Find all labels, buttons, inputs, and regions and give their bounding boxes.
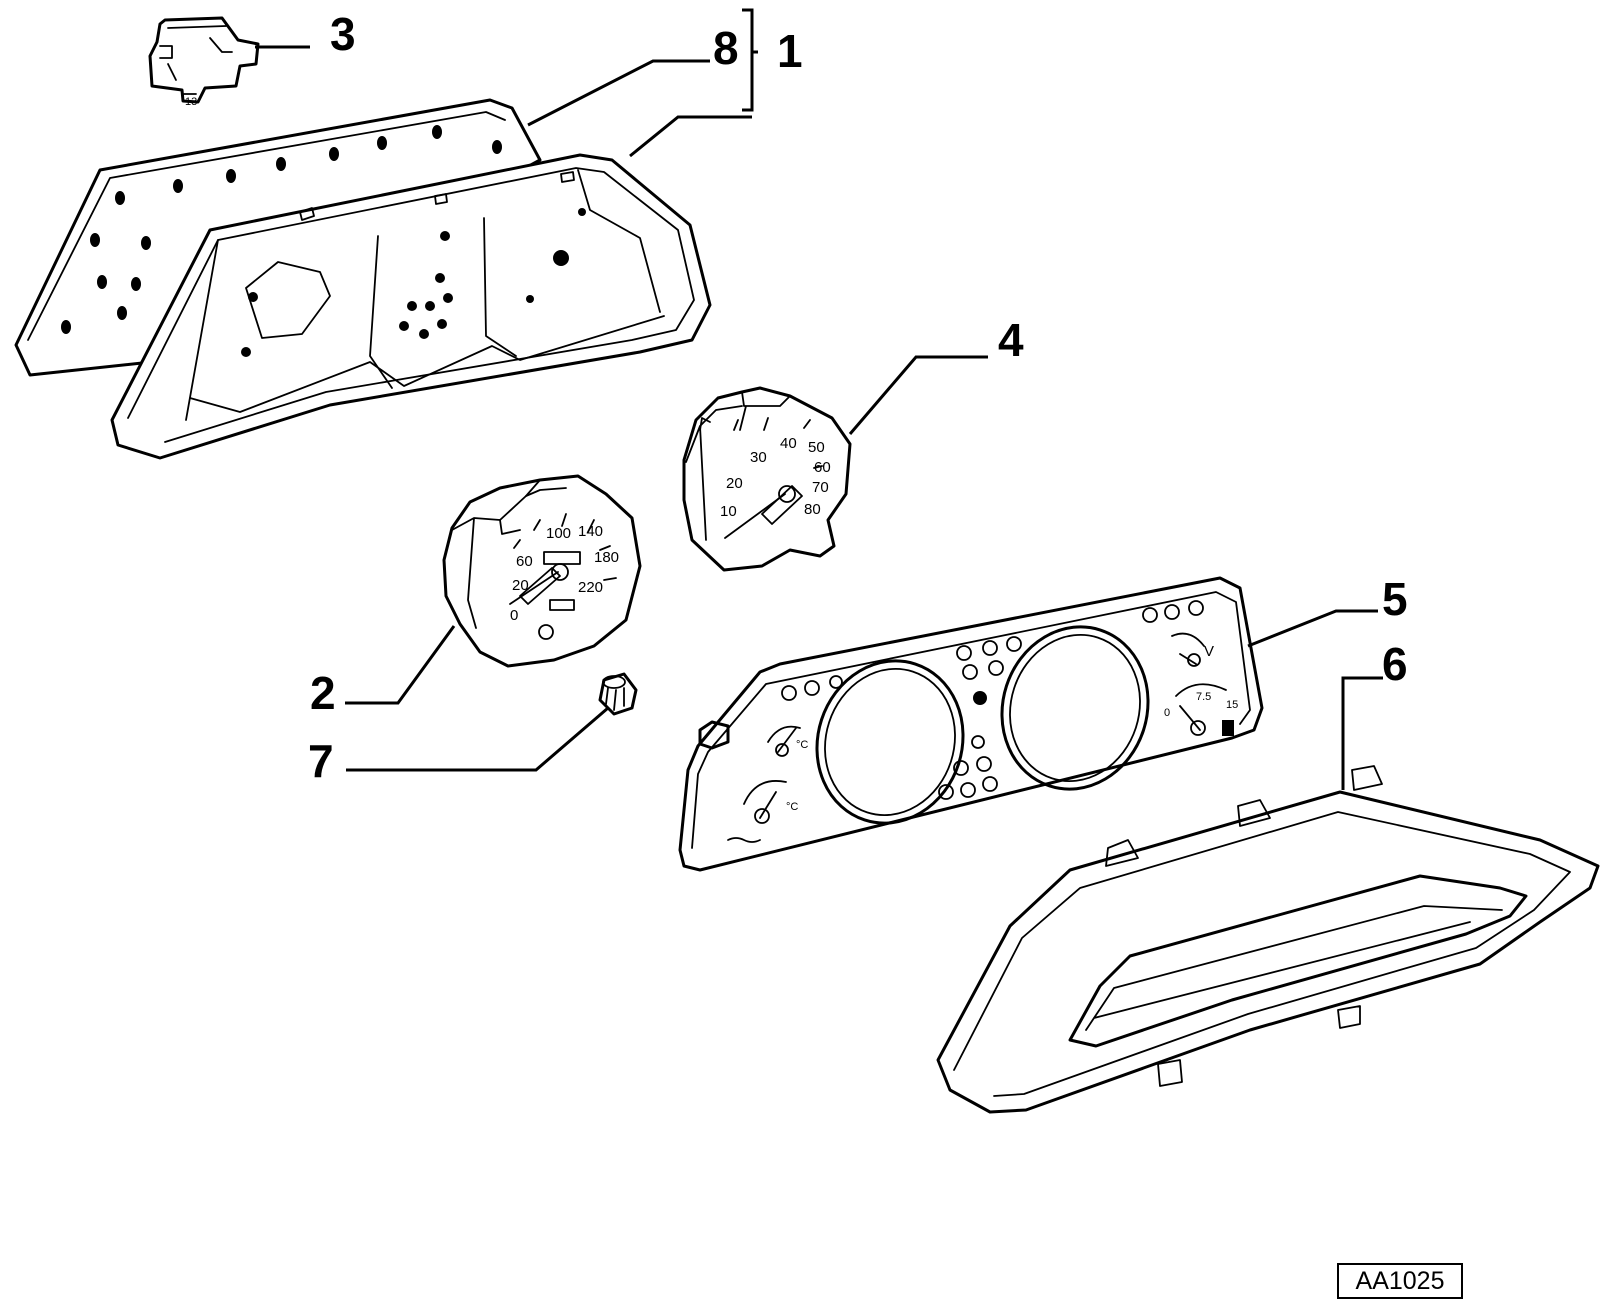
part-7-knob <box>598 672 638 716</box>
speed-label-100: 100 <box>546 525 571 542</box>
tachometer-scale: 10 20 30 40 50 60 70 80 <box>720 435 831 520</box>
oil-gauge-unit: °C <box>796 739 808 751</box>
callout-6: 6 <box>1382 638 1408 690</box>
fuel-label-half: 7.5 <box>1196 691 1211 703</box>
warning-lamps <box>781 600 1204 800</box>
speed-label-0: 0 <box>510 607 518 624</box>
tach-label-40: 40 <box>780 435 797 452</box>
part-1-housing <box>110 153 712 460</box>
speedometer-scale: 0 20 60 100 140 180 220 <box>510 523 619 624</box>
callout-7: 7 <box>308 735 334 787</box>
part-2-speedometer: 0 20 60 100 140 180 220 <box>442 474 642 668</box>
tach-label-50: 50 <box>808 439 825 456</box>
callout-labels: 3 8 1 4 2 7 5 6 <box>308 8 1408 787</box>
tach-label-10: 10 <box>720 503 737 520</box>
fuel-label-full: 15 <box>1226 699 1238 711</box>
tach-label-60: 60 <box>814 459 831 476</box>
plate-holes <box>61 125 502 334</box>
callout-4: 4 <box>998 314 1024 366</box>
fuel-label-empty: 0 <box>1164 707 1170 719</box>
tach-label-80: 80 <box>804 501 821 518</box>
part-6-bezel <box>936 765 1600 1114</box>
part-4-tachometer: 10 20 30 40 50 60 70 80 <box>682 386 852 572</box>
speed-label-20: 20 <box>512 577 529 594</box>
part-3-connector: 13 <box>148 16 260 108</box>
speed-label-180: 180 <box>594 549 619 566</box>
voltmeter-label: V <box>1204 643 1214 660</box>
callout-5: 5 <box>1382 573 1408 625</box>
speed-label-60: 60 <box>516 553 533 570</box>
tach-label-20: 20 <box>726 475 743 492</box>
speed-label-140: 140 <box>578 523 603 540</box>
leader-lines <box>255 8 1383 790</box>
voltmeter-gauge: V <box>1171 632 1214 667</box>
water-temp-gauge: °C <box>727 780 798 843</box>
connector-mark: 13 <box>185 96 197 108</box>
tach-label-30: 30 <box>750 449 767 466</box>
callout-3: 3 <box>330 8 356 60</box>
water-gauge-unit: °C <box>786 801 798 813</box>
speed-label-220: 220 <box>578 579 603 596</box>
callout-8: 8 <box>713 22 739 74</box>
callout-2: 2 <box>310 667 336 719</box>
callout-1: 1 <box>777 25 803 77</box>
tach-label-70: 70 <box>812 479 829 496</box>
fuel-gauge: 0 7.5 15 <box>1164 683 1238 736</box>
diagram-reference-code: AA1025 <box>1337 1263 1463 1299</box>
oil-gauge: °C <box>767 725 808 757</box>
part-5-dial-panel: °C °C V 0 7.5 15 <box>678 576 1264 872</box>
